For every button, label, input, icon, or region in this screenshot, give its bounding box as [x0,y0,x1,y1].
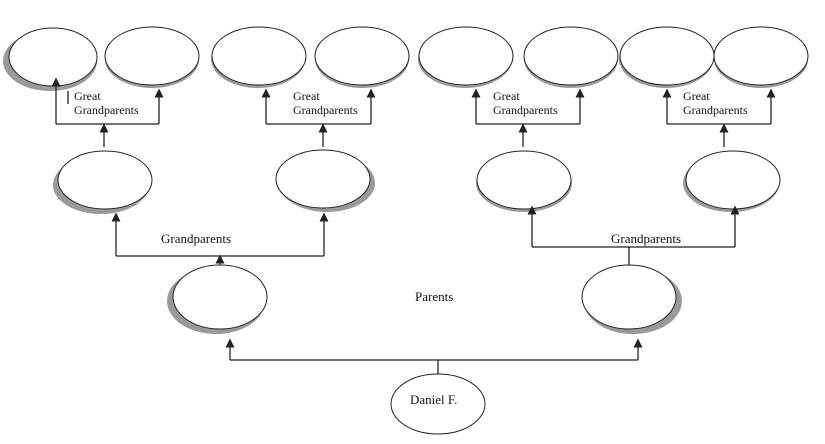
great-grandparent-oval-4[interactable] [314,26,410,86]
great-grandparents-label-2: Great Grandparents [293,89,358,117]
grandparents-label-left: Grandparents [161,231,232,246]
great-grandparents-label-3: Great Grandparents [493,89,558,117]
grandparent-oval-3[interactable] [476,150,572,210]
grandparent-connectors [111,205,740,266]
great-grandparent-ovals [3,26,809,91]
grandparent-oval-2[interactable] [275,149,371,209]
parent-oval-2[interactable] [581,264,677,330]
grandparent-ovals [53,149,781,214]
grandparent-oval-1[interactable] [57,150,153,210]
great-grandparents-label-1: Great Grandparents [74,89,139,117]
parent-oval-1[interactable] [172,264,268,330]
great-grandparent-oval-7[interactable] [619,26,715,86]
root-name-label: Daniel F. [410,392,458,407]
root-oval[interactable] [390,373,486,435]
great-grandparent-oval-5[interactable] [418,26,514,86]
great-grandparents-label-4: Great Grandparents [683,89,748,117]
great-grandparent-oval-3[interactable] [211,26,307,86]
great-grandparent-oval-6[interactable] [523,26,619,86]
parents-label: Parents [415,289,454,304]
great-grandparent-oval-8[interactable] [713,26,809,86]
great-grandparent-connectors [51,77,776,147]
great-grandparent-oval-2[interactable] [104,26,200,86]
great-grandparent-oval-1[interactable] [8,27,98,87]
grandparents-label-right: Grandparents [611,231,682,246]
grandparent-oval-4[interactable] [685,150,781,210]
parent-ovals [167,264,682,334]
